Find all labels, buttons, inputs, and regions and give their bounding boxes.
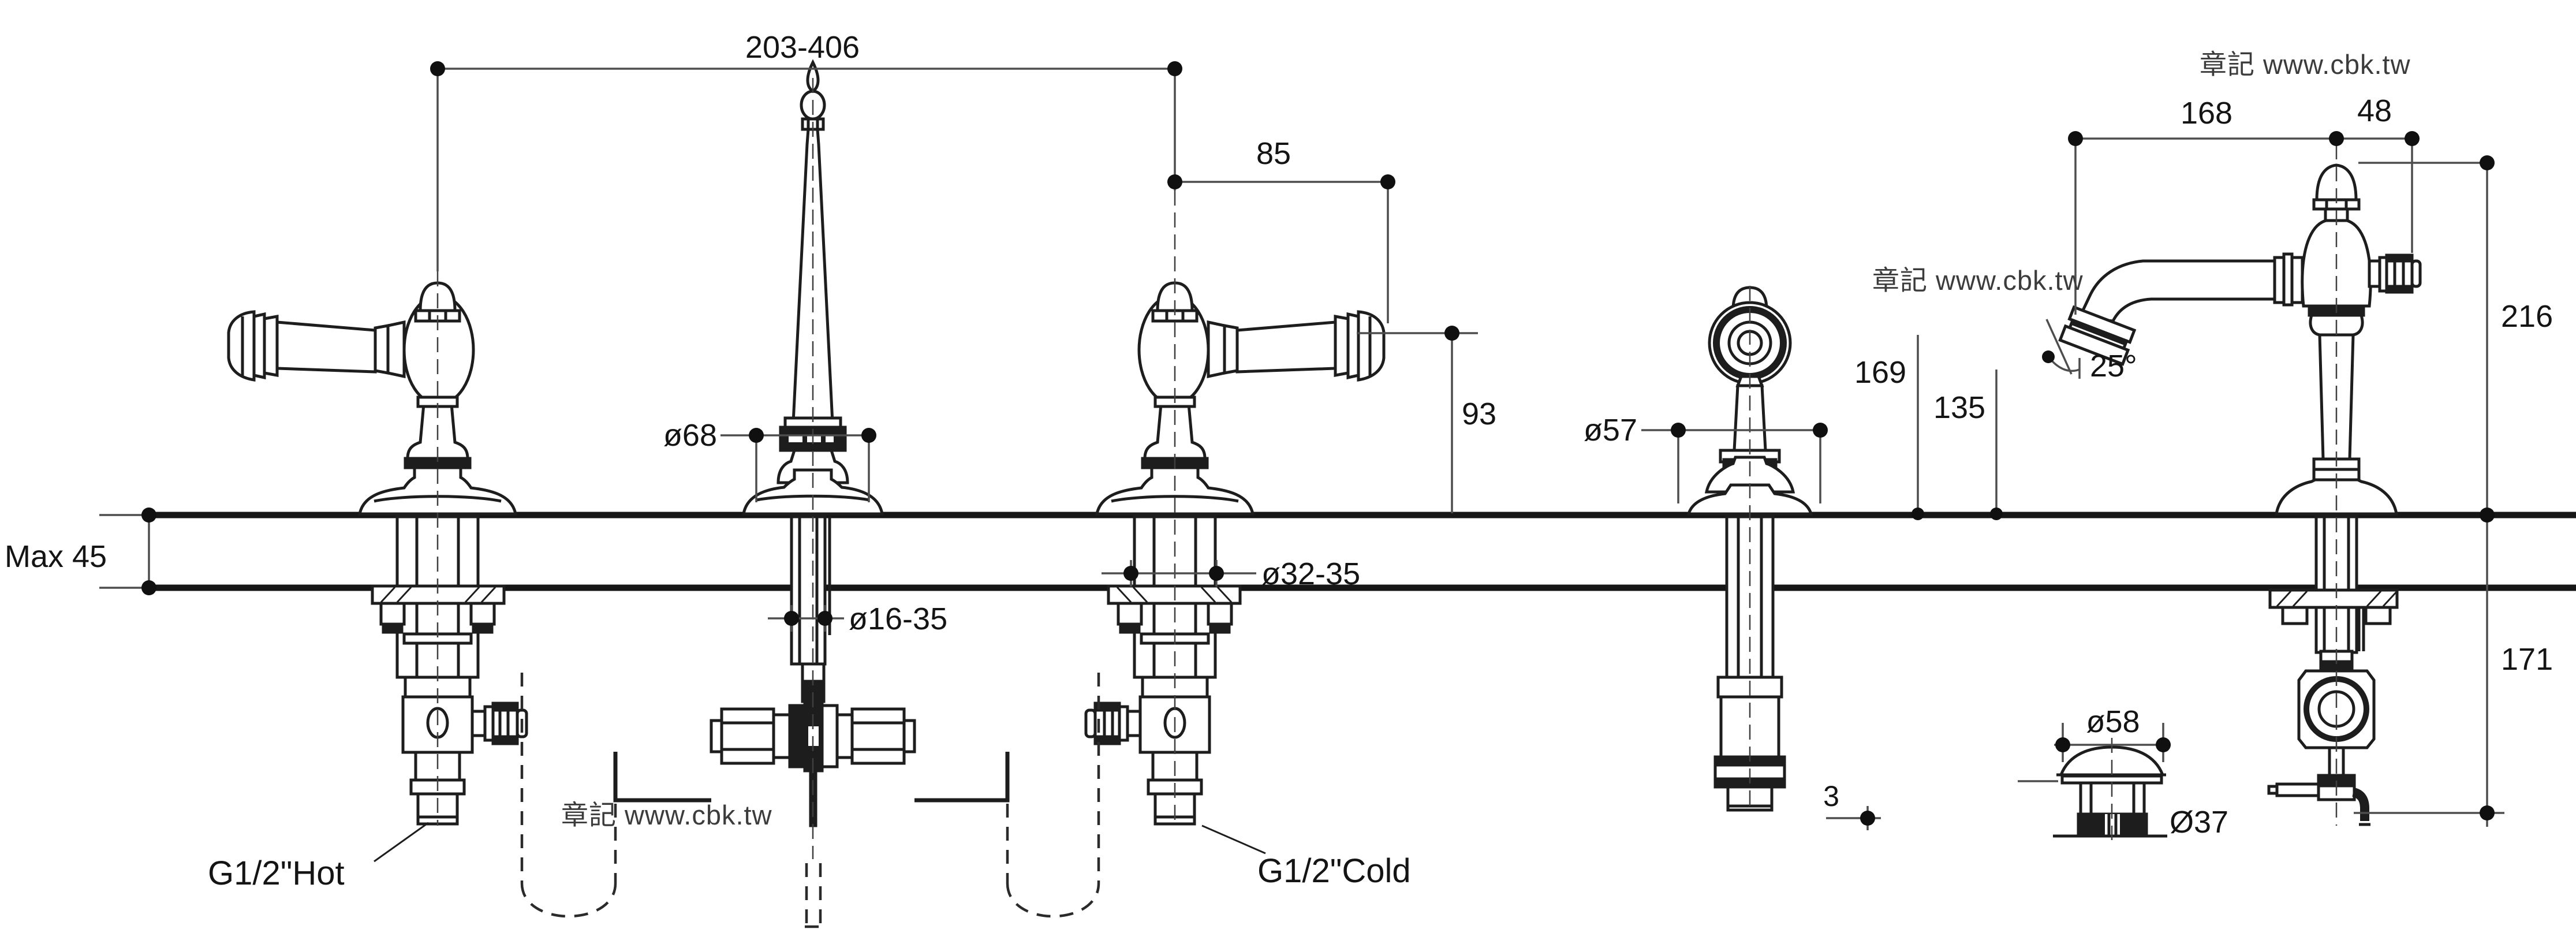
dimension-dots — [141, 61, 2495, 826]
dim-spout-angle-label: 25° — [2090, 349, 2137, 383]
dim-handle-height-label: 93 — [1462, 397, 1496, 431]
watermark-top-right: 章記 www.cbk.tw — [2200, 49, 2411, 80]
connection-labels: G1/2"Hot G1/2"Cold — [208, 822, 1411, 892]
cold-handle-assembly — [1086, 283, 1384, 824]
dim-side-handle-height-label: 135 — [1933, 390, 1985, 425]
dimension-lines — [436, 68, 2504, 830]
dim-diverter-offset-label: 48 — [2357, 94, 2392, 128]
countertop-section — [99, 512, 2576, 591]
dim-small-gap-label: 3 — [1823, 780, 1839, 812]
dimension-labels: 203-406 85 93 ø68 ø16-35 ø32-35 ø57 169 … — [5, 30, 2553, 839]
centerlines — [436, 78, 2338, 859]
dim-spout-reach-label: 168 — [2181, 96, 2232, 130]
watermark-bottom-left: 章記 www.cbk.tw — [561, 800, 772, 830]
dim-spout-outlet-height-label: 169 — [1854, 355, 1906, 390]
dim-spout-hole-label: ø16-35 — [849, 602, 947, 636]
watermarks: 章記 www.cbk.tw 章記 www.cbk.tw 章記 www.cbk.t… — [561, 49, 2411, 830]
dim-handle-reach-label: 85 — [1256, 136, 1291, 171]
dim-max-deck-label: Max 45 — [5, 539, 107, 574]
hot-handle-assembly — [229, 283, 527, 824]
supply-hoses-dashed — [520, 673, 1100, 928]
cold-connection-label: G1/2"Cold — [1257, 852, 1411, 890]
dim-total-height-label: 216 — [2501, 299, 2553, 334]
dim-escutcheon-dia-label: ø68 — [663, 418, 717, 453]
dim-side-handle-dia-label: ø57 — [1584, 413, 1637, 447]
hot-connection-label: G1/2"Hot — [208, 855, 345, 892]
drain-assembly — [2053, 745, 2167, 838]
watermark-middle: 章記 www.cbk.tw — [1872, 265, 2084, 296]
dim-spread-label: 203-406 — [745, 30, 860, 65]
dim-drain-flange-label: ø58 — [2086, 704, 2140, 739]
dim-handle-hole-label: ø32-35 — [1261, 557, 1360, 591]
dim-under-deck-depth-label: 171 — [2501, 642, 2553, 677]
dim-drain-body-label: Ø37 — [2170, 805, 2228, 839]
supply-connectors — [613, 752, 1010, 803]
